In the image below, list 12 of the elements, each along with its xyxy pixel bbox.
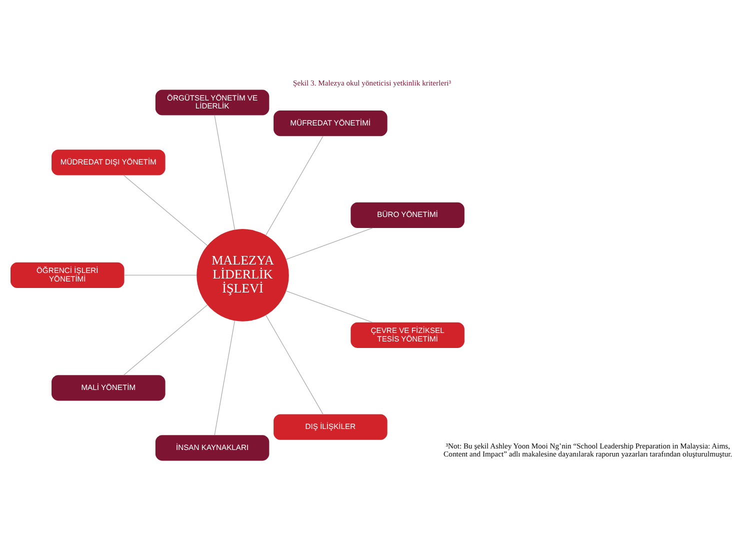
label: ³Not: Bu şekil Ashley Yoon Mooi Ng’nin “School Leadership Preparation in Malaysia: Aims, Content and Impact” adlı makalesine dayanılarak raporun yazarları tarafından oluşturulmuştur.: [444, 441, 732, 459]
connector: [286, 290, 373, 323]
connector: [286, 228, 373, 260]
connector: [123, 304, 208, 376]
connector: [123, 174, 208, 246]
connector: [265, 136, 324, 236]
node-circle: MALEZYA LİDERLİK İŞLEVİ: [196, 229, 289, 322]
connector: [214, 115, 236, 230]
connector: [265, 314, 324, 415]
connector: [214, 320, 236, 436]
connector: [124, 274, 198, 276]
diagram-title: Şekil 3. Malezya okul yöneticisi yetkinlik kriterleri³: [292, 78, 452, 88]
